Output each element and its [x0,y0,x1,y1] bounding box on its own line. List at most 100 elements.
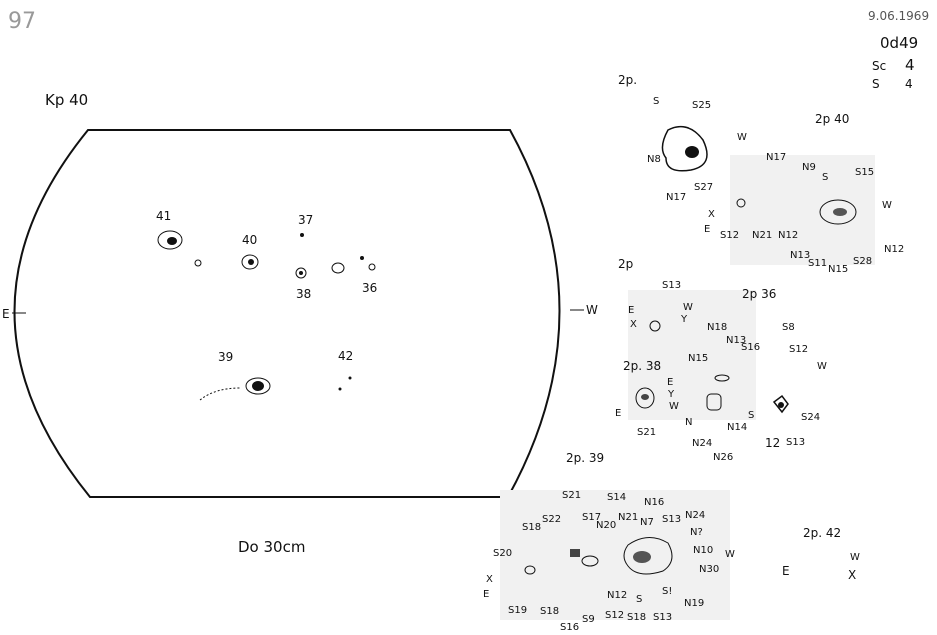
detail-background [628,290,756,420]
solar-disk-outline [13,129,561,498]
spot-label: S16 [560,622,579,633]
group-label: 42 [338,349,353,363]
group-label: 36 [362,281,377,295]
sunspot-chain [199,387,241,401]
detail-title: 2p. 39 [566,451,604,465]
sunspot [714,374,730,382]
spot-label: W [817,361,827,372]
spot-label: S15 [855,167,874,178]
group-label: 41 [156,209,171,223]
observation-date: 9.06.1969 [868,9,929,23]
sunspot-umbra [641,394,649,400]
spot-label: S17 [582,512,601,523]
spot-label: N14 [727,422,747,433]
spot-label: N10 [693,545,713,556]
spot-label: X [486,574,493,585]
detail-title: 2p [618,257,633,271]
east-label: E [2,307,10,321]
sc-value: 4 [905,56,915,74]
spot-label: N19 [684,598,704,609]
sunspot-penumbra [635,387,655,409]
spot-label: S [636,594,642,605]
spot-label: N13 [790,250,810,261]
detail-title: 2p 40 [815,112,849,126]
sunspot [157,230,183,250]
spot-label: X [630,319,637,330]
spot-label: E [704,224,710,235]
spot-label: W [683,302,693,313]
sunspot [300,233,304,237]
spot-label: 12 [765,436,780,450]
spot-label: N21 [752,230,772,241]
spot-label: S28 [853,256,872,267]
sunspot-groups: 41 40 37 38 36 39 42 [156,209,377,401]
spot-label: N17 [666,192,686,203]
detail-background [500,490,730,620]
sunspot [736,198,746,208]
west-label: W [586,303,598,317]
spot-label: S12 [789,344,808,355]
sunspot-umbra [633,551,651,563]
spot-label: X [848,568,856,582]
spot-label: N7 [640,517,654,528]
sunspot [299,271,303,275]
spot-label: S18 [522,522,541,533]
spot-label: S20 [493,548,512,559]
sunspot-penumbra [623,537,673,575]
spot-label: S27 [694,182,713,193]
sunspot [167,237,177,245]
spot-label: N15 [828,264,848,275]
spot-label: E [483,589,489,600]
disk-title: Kp 40 [45,91,88,109]
group-label: 40 [242,233,257,247]
group-label: 39 [218,350,233,364]
spot-label: S12 [605,610,624,621]
s-label: S [872,77,880,91]
detail-title: 2p 36 [742,287,776,301]
sunspot [241,254,259,270]
spot-label: S11 [808,258,827,269]
spot-label: S9 [582,614,595,625]
sunspot [581,555,599,567]
sunspot-penumbra [661,125,708,172]
detail-title: 2p. 42 [803,526,841,540]
spot-label: N24 [692,438,712,449]
spot-label: S [748,410,754,421]
spot-label: W [737,132,747,143]
detail-group-36-38: 2p 2p 36 S13 E X W Y N18 N13 S16 S8 S12 … [615,257,827,463]
page-number: 97 [8,9,36,34]
spot-label: S14 [607,492,626,503]
sunspot-umbra [685,146,699,158]
spot-label: N26 [713,452,733,463]
spot-label: N16 [644,497,664,508]
spot-label: N30 [699,564,719,575]
spot-label: S19 [508,605,527,616]
sunspot [245,377,271,395]
sunspot [778,402,784,408]
detail-title: 2p. 38 [623,359,661,373]
spot-label: W [882,200,892,211]
observation-time: 0d49 [880,34,918,52]
sunspot [706,393,722,411]
spot-label: N9 [802,162,816,173]
spot-label: S12 [720,230,739,241]
spot-label: N24 [685,510,705,521]
spot-label: Y [667,389,675,400]
spot-label: S25 [692,100,711,111]
group-label: 37 [298,213,313,227]
sc-label: Sc [872,59,886,73]
spot-label: S8 [782,322,795,333]
sunspot [368,263,376,271]
sunspot [338,387,342,391]
spot-label: E [615,408,621,419]
spot-label: S13 [662,514,681,525]
sunspot [524,565,536,575]
group-label: 38 [296,287,311,301]
spot-label: S [822,172,828,183]
spot-label: E [667,377,673,388]
sunspot [772,394,789,414]
spot-label: N12 [884,244,904,255]
spot-label: E [782,564,790,578]
spot-label: Y [680,314,688,325]
spot-label: S24 [801,412,820,423]
